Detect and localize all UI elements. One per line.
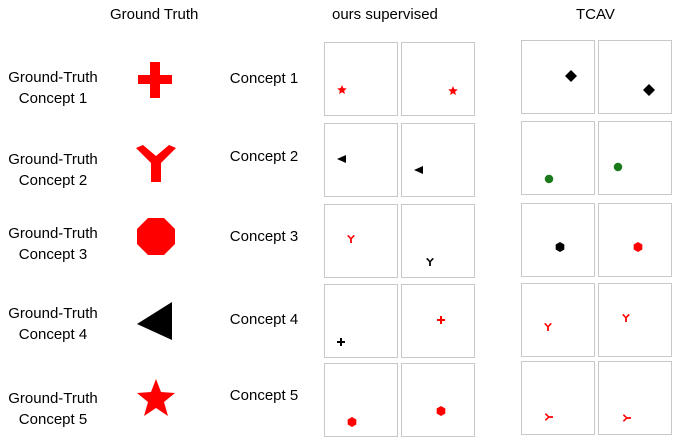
gt-concept-label-3: Ground-Truth Concept 3	[0, 223, 106, 265]
ours-panel	[324, 284, 398, 358]
black-diamond-marker	[643, 84, 655, 96]
header-tcav: TCAV	[576, 6, 615, 23]
tcav-panel	[598, 203, 672, 277]
gt-label-line1: Ground-Truth	[8, 225, 98, 242]
gt-label-line2: Concept 5	[18, 411, 88, 428]
ours-panel	[401, 123, 475, 197]
panel-canvas	[555, 242, 565, 252]
gt-concept-label-4: Ground-Truth Concept 4	[0, 303, 106, 345]
gt-concept-label-2: Ground-Truth Concept 2	[0, 149, 106, 191]
tcav-panel	[521, 121, 595, 195]
panel-canvas	[347, 417, 357, 427]
panel-canvas	[544, 323, 552, 331]
tcav-panel	[598, 40, 672, 114]
tcav-panel	[521, 40, 595, 114]
gt-concept-label-1: Ground-Truth Concept 1	[0, 67, 106, 109]
black-triangle-left-marker	[337, 155, 346, 163]
green-circle-marker	[613, 162, 623, 172]
gt-label-line1: Ground-Truth	[8, 305, 98, 322]
gt-label-line2: Concept 4	[18, 326, 88, 343]
red-star-marker	[337, 85, 347, 95]
concept-label-2: Concept 2	[229, 148, 299, 165]
ours-panel	[324, 42, 398, 116]
red-cross-marker	[437, 316, 445, 324]
tcav-panel	[598, 283, 672, 357]
header-ground-truth: Ground Truth	[110, 6, 199, 23]
panel-canvas	[337, 338, 345, 346]
panel-canvas	[544, 174, 554, 184]
black-triangle-left-marker	[414, 166, 423, 174]
gt-label-line2: Concept 1	[18, 90, 88, 107]
panel-canvas	[633, 242, 643, 252]
concept-label-4: Concept 4	[229, 311, 299, 328]
tcav-panel	[521, 203, 595, 277]
ours-panel	[401, 284, 475, 358]
panel-canvas	[565, 70, 577, 82]
ours-panel	[324, 204, 398, 278]
panel-canvas	[448, 86, 458, 96]
concept-label-1: Concept 1	[229, 70, 299, 87]
gt-label-line1: Ground-Truth	[8, 390, 98, 407]
red-hexagon-marker	[347, 417, 357, 427]
red-hexagon-marker	[633, 242, 643, 252]
red-trident-left-marker	[545, 413, 553, 421]
panel-canvas	[643, 84, 655, 96]
panel-canvas	[623, 414, 631, 422]
ours-panel	[401, 204, 475, 278]
panel-canvas	[347, 235, 355, 243]
gt-star-icon	[137, 379, 175, 416]
red-hexagon-marker	[436, 406, 446, 416]
tcav-panel	[521, 283, 595, 357]
tcav-panel	[598, 361, 672, 435]
panel-canvas	[337, 85, 347, 95]
panel-canvas	[414, 166, 423, 174]
red-star-marker	[448, 86, 458, 96]
header-ours-supervised: ours supervised	[332, 6, 438, 23]
gt-label-line1: Ground-Truth	[8, 151, 98, 168]
red-trident-marker	[347, 235, 355, 243]
panel-canvas	[436, 406, 446, 416]
ours-panel	[401, 42, 475, 116]
panel-canvas	[337, 155, 346, 163]
ours-panel	[324, 123, 398, 197]
concept-label-3: Concept 3	[229, 228, 299, 245]
red-trident-marker	[544, 323, 552, 331]
ours-panel	[401, 363, 475, 437]
panel-canvas	[426, 258, 434, 266]
panel-canvas	[437, 316, 445, 324]
black-trident-marker	[426, 258, 434, 266]
panel-canvas	[545, 413, 553, 421]
ours-panel	[324, 363, 398, 437]
gt-octagon-icon	[137, 218, 175, 255]
black-diamond-marker	[565, 70, 577, 82]
red-trident-left-marker	[623, 414, 631, 422]
gt-concept-label-5: Ground-Truth Concept 5	[0, 388, 106, 430]
gt-label-line1: Ground-Truth	[8, 69, 98, 86]
gt-label-line2: Concept 2	[18, 172, 88, 189]
gt-cross-icon	[138, 62, 172, 98]
concept-label-5: Concept 5	[229, 387, 299, 404]
tcav-panel	[521, 361, 595, 435]
black-hexagon-marker	[555, 242, 565, 252]
tcav-panel	[598, 121, 672, 195]
gt-label-line2: Concept 3	[18, 246, 88, 263]
panel-canvas	[622, 314, 630, 322]
gt-trident-icon	[136, 145, 176, 182]
black-cross-marker	[337, 338, 345, 346]
panel-canvas	[613, 162, 623, 172]
gt-triangle-left-icon	[137, 302, 172, 340]
green-circle-marker	[544, 174, 554, 184]
red-trident-marker	[622, 314, 630, 322]
